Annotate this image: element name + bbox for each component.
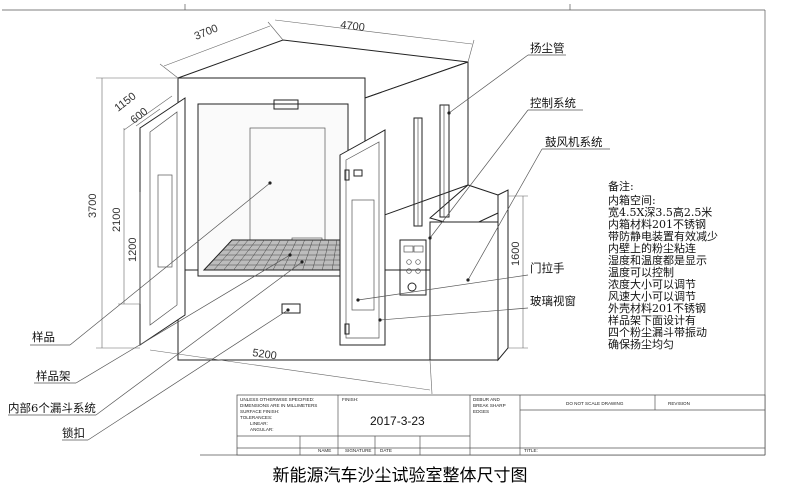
control-panel [399, 239, 427, 296]
dim-side-box-height-label: 1600 [510, 242, 522, 266]
leader-lines [8, 54, 610, 441]
tb-date: 2017-3-23 [370, 414, 425, 428]
label-door-handle: 门拉手 [530, 261, 565, 275]
right-door [339, 129, 386, 346]
tb-spec-line: SURFACE FINISH: [240, 409, 279, 414]
label-sample: 样品 [32, 330, 55, 344]
tb-spec-line: TOLERANCES: [240, 415, 272, 420]
glass-window [351, 199, 375, 311]
tb-finish: FINISH: [342, 397, 358, 402]
notes-line: 内壁上的粉尘粘连 [608, 241, 696, 255]
notes-block: 备注: 内箱空间:宽4.5X深3.5高2.5米内箱材料201不锈钢带防静电装置有… [608, 179, 718, 351]
dim-door-height-label: 1200 [127, 238, 139, 262]
dim-height-label: 3700 [87, 194, 99, 218]
callout-labels: 扬尘管 控制系统 鼓风机系统 门拉手 玻璃视窗 样品 样品架 内部6个漏斗系统 … [8, 41, 603, 440]
figure-caption: 新能源汽车沙尘试验室整体尺寸图 [273, 466, 528, 486]
dim-depth-label: 3700 [193, 22, 220, 42]
dim-base-length-label: 5200 [252, 347, 278, 362]
notes-line: 湿度和温度都是显示 [608, 253, 707, 267]
tb-spec-line: DIMENSIONS ARE IN MILLIMETERS [240, 403, 317, 408]
label-blower-system: 鼓风机系统 [545, 135, 603, 149]
tb-spec-line: ANGULAR: [250, 427, 274, 432]
title-block: UNLESS OTHERWISE SPECIFIED:DIMENSIONS AR… [236, 394, 766, 456]
notes-line: 四个粉尘漏斗带振动 [608, 325, 707, 339]
tb-signature: SIGNATURE [345, 448, 371, 453]
notes-line: 风速大小可以调节 [608, 289, 696, 303]
chamber-base [177, 269, 431, 361]
label-sample-rack: 样品架 [36, 369, 71, 383]
notes-line: 内箱材料201不锈钢 [608, 217, 706, 231]
label-control-system: 控制系统 [530, 96, 576, 110]
dust-pipes [413, 104, 450, 227]
left-door [139, 97, 186, 346]
notes-line: 温度可以控制 [608, 265, 674, 279]
tb-deburr-line: BREAK SHARP [473, 403, 506, 408]
leader-dots [268, 111, 470, 322]
label-glass-window: 玻璃视窗 [530, 294, 576, 308]
notes-line: 确保扬尘均匀 [608, 337, 674, 351]
tb-title-label: TITLE: [524, 448, 538, 453]
notes-line: 浓度大小可以调节 [608, 277, 696, 291]
notes-line: 宽4.5X深3.5高2.5米 [608, 205, 712, 219]
notes-line: 样品架下面设计有 [608, 313, 696, 327]
sample-rack-grid [202, 239, 346, 271]
top-vent [273, 99, 299, 110]
tb-date-label: DATE [380, 448, 392, 453]
tb-name: NAME [318, 448, 331, 453]
door-handle-top [344, 169, 350, 181]
door-handle-bottom [344, 323, 350, 335]
side-box [429, 221, 499, 361]
notes-line: 内箱空间: [608, 193, 656, 207]
dim-door-width-label: 1150 [112, 90, 138, 114]
label-dust-pipe: 扬尘管 [530, 41, 565, 55]
notes-line: 外壳材料201不锈钢 [608, 301, 706, 315]
lower-slot [281, 303, 301, 314]
tb-no-scale: DO NOT SCALE DRAWING [566, 401, 624, 406]
dimension-lines [96, 19, 528, 395]
dim-inner-height-label: 2100 [111, 208, 123, 232]
tb-spec-line: UNLESS OTHERWISE SPECIFIED: [240, 397, 314, 402]
tb-deburr-line: EDGES [473, 409, 489, 414]
label-funnel-system: 内部6个漏斗系统 [8, 401, 96, 415]
label-latch: 锁扣 [62, 426, 85, 440]
tb-spec-line: LINEAR: [250, 421, 268, 426]
tb-revision: REVISION [668, 401, 690, 406]
notes-title: 备注: [608, 179, 634, 193]
notes-line: 带防静电装置有效减少 [608, 229, 718, 243]
dim-width-label: 4700 [340, 19, 366, 34]
tb-deburr-line: DEBUR AND [473, 397, 500, 402]
